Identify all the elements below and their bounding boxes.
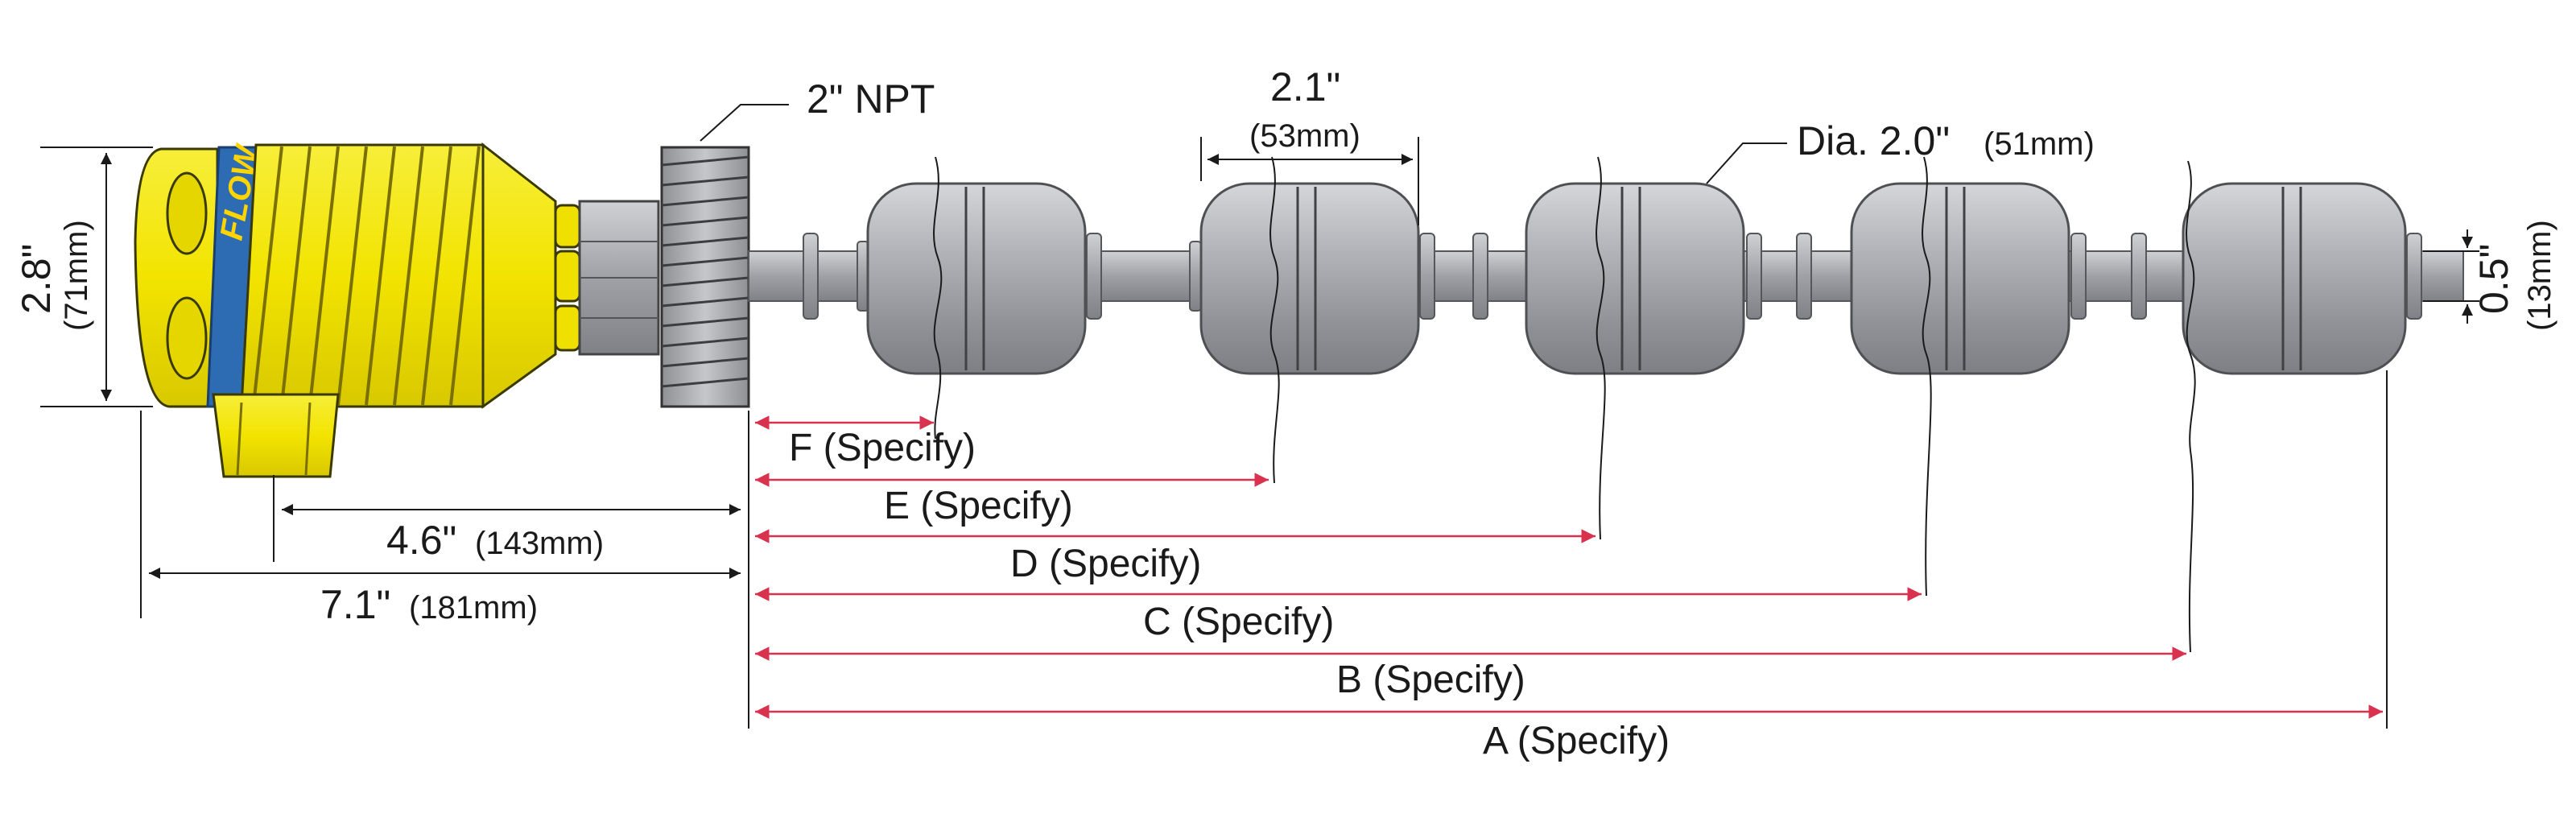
head-length-long-mm-label: (181mm) bbox=[409, 590, 538, 626]
stem-dia-mm-label: (13mm) bbox=[2522, 220, 2557, 331]
black-dimensions bbox=[40, 104, 2479, 729]
housing-ribs bbox=[252, 146, 481, 406]
dimension-b-label: B (Specify) bbox=[1336, 659, 1525, 701]
vent-hole-upper-icon bbox=[166, 171, 208, 255]
float-2 bbox=[1199, 182, 1420, 375]
head-length-short-mm-label: (143mm) bbox=[475, 526, 604, 561]
float-dia-label: Dia. 2.0" bbox=[1797, 118, 1950, 163]
float-width-mm-label: (53mm) bbox=[1249, 118, 1360, 154]
dimension-e-label: E (Specify) bbox=[884, 485, 1073, 527]
stem-dia-label: 0.5" bbox=[2471, 244, 2516, 314]
float-5 bbox=[2182, 182, 2407, 375]
dimension-d-label: D (Specify) bbox=[1010, 543, 1201, 585]
head-height-mm-label: (71mm) bbox=[59, 220, 94, 331]
float-dia-mm-label: (51mm) bbox=[1984, 126, 2095, 162]
head-height-label: 2.8" bbox=[14, 244, 59, 314]
dimension-c-label: C (Specify) bbox=[1143, 601, 1334, 643]
float-3 bbox=[1525, 182, 1745, 375]
red-dimensions bbox=[755, 415, 2383, 719]
dimension-f-label: F (Specify) bbox=[789, 427, 976, 469]
cable-connector bbox=[212, 393, 340, 478]
dimension-a-label: A (Specify) bbox=[1483, 720, 1670, 762]
float-stops bbox=[803, 233, 2422, 320]
switch-housing: FLOW bbox=[134, 141, 581, 478]
npt-fitting bbox=[578, 146, 750, 408]
head-length-long-label: 7.1" bbox=[320, 582, 390, 627]
center-break-lines bbox=[933, 156, 2196, 653]
head-length-short-label: 4.6" bbox=[386, 518, 456, 563]
float-width-label: 2.1" bbox=[1270, 64, 1340, 109]
float-4 bbox=[1850, 182, 2070, 375]
float-1 bbox=[866, 182, 1087, 375]
vent-hole-lower-icon bbox=[166, 296, 208, 380]
npt-label: 2" NPT bbox=[807, 76, 935, 122]
